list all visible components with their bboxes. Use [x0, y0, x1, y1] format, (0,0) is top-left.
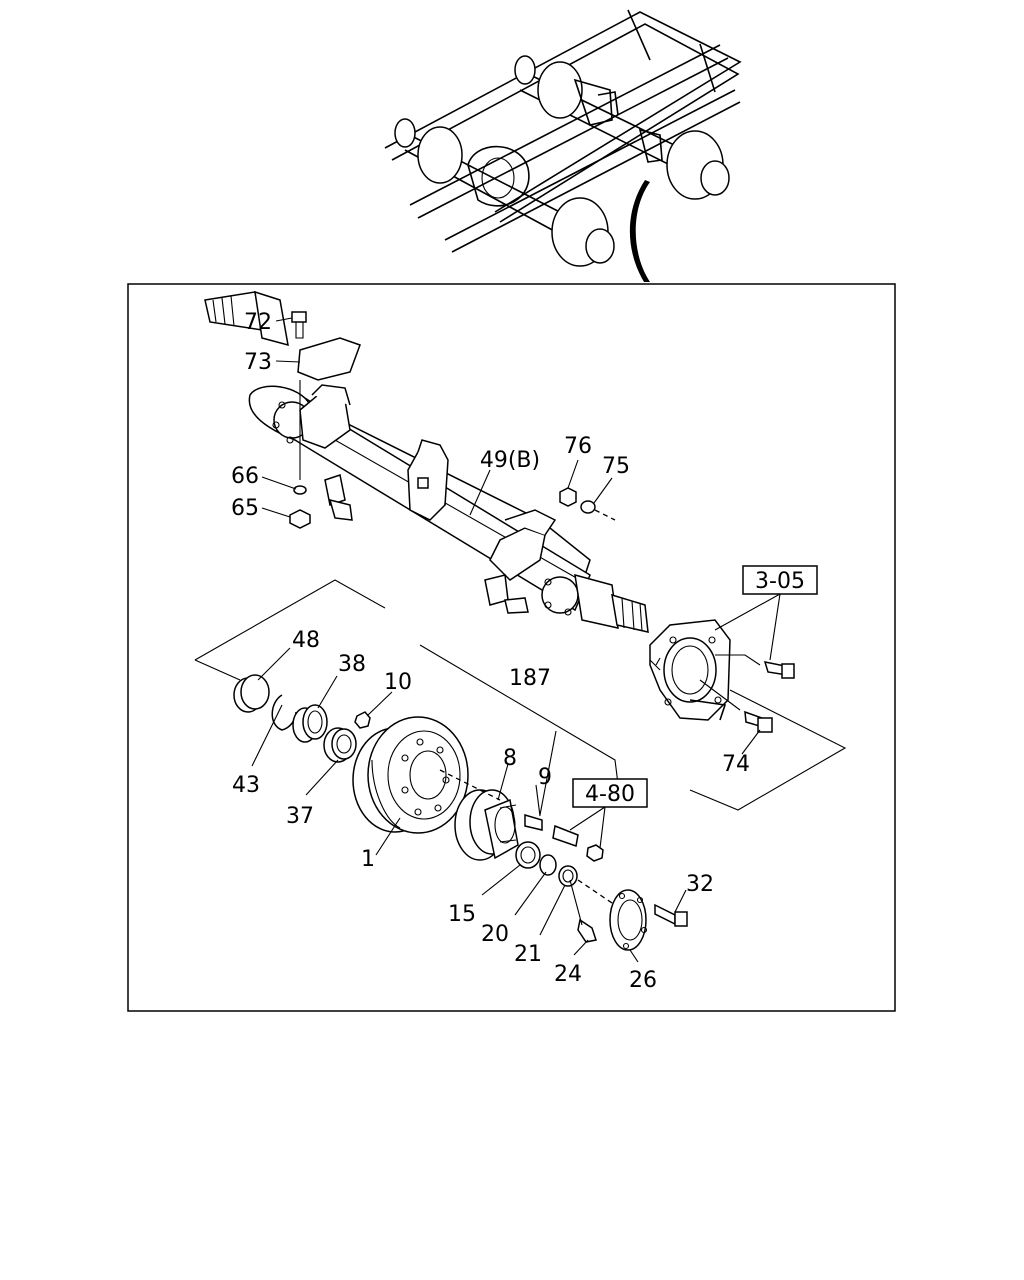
nut-washer-76-75 [559, 487, 616, 521]
ref-4-80: 4-80 [585, 782, 635, 807]
callout-48: 48 [292, 628, 320, 653]
brake-backing-plate [649, 619, 795, 733]
u-bolt-assembly [289, 311, 361, 529]
reference-box-4-80: 4-80 [572, 778, 648, 808]
callout-9: 9 [538, 765, 552, 790]
ref-3-05: 3-05 [755, 569, 805, 594]
wheel-hub [439, 769, 604, 862]
reference-box-3-05: 3-05 [742, 565, 818, 595]
callout-32: 32 [686, 872, 714, 897]
callout-labels: 72 73 66 65 49(B) 76 75 48 38 10 187 43 … [231, 310, 750, 993]
callout-24: 24 [554, 962, 582, 987]
chassis-overview [384, 9, 742, 282]
callout-74: 74 [722, 752, 750, 777]
cap-ring-seal-bearing [233, 674, 371, 763]
callout-1: 1 [361, 847, 375, 872]
callout-187: 187 [509, 666, 551, 691]
callout-43: 43 [232, 773, 260, 798]
callout-20: 20 [481, 922, 509, 947]
outer-bearing-and-cover [515, 841, 688, 951]
brake-drum [352, 716, 469, 834]
callout-21: 21 [514, 942, 542, 967]
callout-38: 38 [338, 652, 366, 677]
callout-8: 8 [503, 746, 517, 771]
callout-49b: 49(B) [480, 448, 540, 473]
detail-frame [127, 283, 896, 1012]
callout-65: 65 [231, 496, 259, 521]
callout-10: 10 [384, 670, 412, 695]
callout-37: 37 [286, 804, 314, 829]
callout-75: 75 [602, 454, 630, 479]
leader-lines [251, 317, 781, 963]
callout-15: 15 [448, 902, 476, 927]
callout-66: 66 [231, 464, 259, 489]
callout-76: 76 [564, 434, 592, 459]
axle-beam [204, 290, 649, 633]
callout-73: 73 [244, 350, 272, 375]
callout-26: 26 [629, 968, 657, 993]
callout-72: 72 [244, 310, 272, 335]
